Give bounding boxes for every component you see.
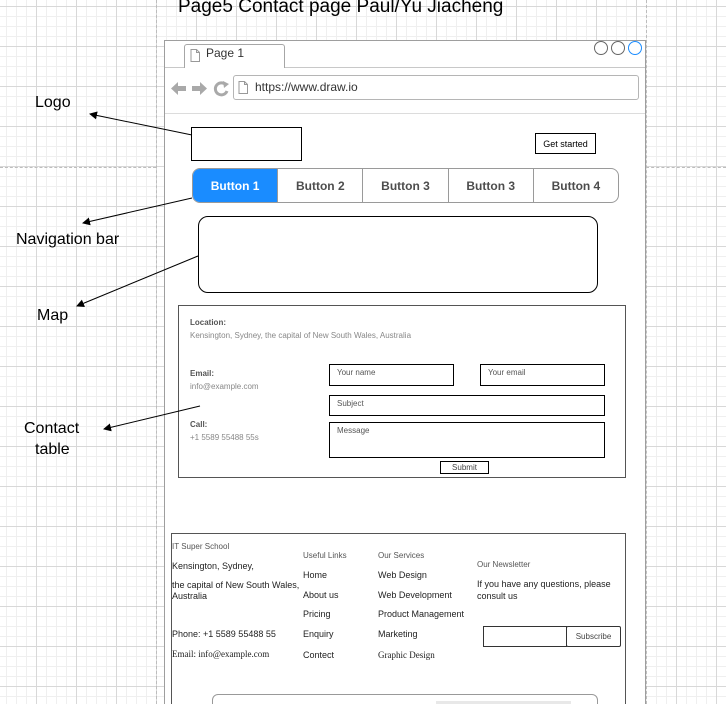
map-placeholder [198, 216, 598, 293]
call-value: +1 5589 55488 55s [190, 433, 259, 442]
footer-address-line-2: the capital of New South Wales, [172, 580, 300, 590]
annotation-map: Map [37, 307, 69, 324]
footer-link-home[interactable]: Home [303, 570, 328, 580]
useful-links-heading: Useful Links [303, 551, 347, 560]
forward-arrow-icon[interactable] [192, 82, 207, 95]
newsletter-text-line-2: consult us [477, 591, 518, 601]
logo-placeholder [191, 127, 302, 161]
page-title: Page5 Contact page Paul/Yu Jiacheng [178, 0, 504, 17]
url-page-icon [238, 81, 248, 94]
message-field[interactable]: Message [329, 422, 605, 458]
toolbar-divider [165, 113, 645, 114]
navigation-bar: Button 1 Button 2 Button 3 Button 3 Butt… [192, 168, 619, 203]
newsletter-text-line-1: If you have any questions, please [477, 579, 611, 589]
name-field[interactable]: Your name [329, 364, 454, 386]
page-icon [190, 49, 200, 62]
scrollbar-strip[interactable] [436, 701, 571, 704]
arrow-to-map [76, 255, 199, 308]
browser-nav-icons [171, 81, 229, 97]
newsletter-heading: Our Newsletter [477, 560, 531, 569]
window-close-icon[interactable] [628, 41, 642, 55]
service-web-development[interactable]: Web Development [378, 590, 452, 600]
location-label: Location: [190, 318, 226, 327]
bottom-bar-placeholder [212, 694, 598, 704]
email-label: Email: [190, 369, 215, 378]
service-marketing[interactable]: Marketing [378, 629, 418, 639]
subject-field[interactable]: Subject [329, 395, 605, 416]
submit-button[interactable]: Submit [440, 461, 489, 474]
email-field[interactable]: Your email [480, 364, 605, 386]
email-value: info@example.com [190, 382, 259, 391]
service-graphic-design[interactable]: Graphic Design [378, 650, 435, 660]
footer-email: Email: info@example.com [172, 649, 270, 659]
footer-address-line-1: Kensington, Sydney, [172, 561, 254, 571]
subscribe-button[interactable]: Subscribe [566, 626, 621, 647]
annotation-contact-line-2: table [35, 441, 70, 458]
footer-link-pricing[interactable]: Pricing [303, 609, 331, 619]
nav-button-5[interactable]: Button 4 [532, 169, 618, 202]
window-minimize-icon[interactable] [594, 41, 608, 55]
footer [171, 533, 626, 704]
service-product-management[interactable]: Product Management [378, 609, 465, 619]
browser-tab-label: Page 1 [206, 46, 245, 60]
services-heading: Our Services [378, 551, 425, 560]
page-guide-right [646, 0, 647, 704]
browser-tab[interactable] [184, 44, 285, 68]
arrow-to-contact-table [103, 405, 201, 432]
service-web-design[interactable]: Web Design [378, 570, 427, 580]
get-started-button[interactable]: Get started [535, 133, 596, 154]
annotation-contact-line-1: Contact [24, 420, 80, 437]
window-maximize-icon[interactable] [611, 41, 625, 55]
call-label: Call: [190, 420, 208, 429]
footer-link-contact[interactable]: Contect [303, 650, 335, 660]
arrow-to-logo [89, 111, 193, 136]
address-bar[interactable] [233, 75, 639, 100]
location-value: Kensington, Sydney, the capital of New S… [190, 331, 412, 340]
nav-button-2[interactable]: Button 2 [277, 169, 362, 202]
page-guide-horizontal-left [0, 167, 156, 168]
annotation-logo: Logo [35, 94, 71, 111]
page-guide-horizontal-right [646, 167, 726, 168]
tab-bar-divider [165, 67, 645, 68]
annotation-navigation-bar: Navigation bar [16, 231, 120, 248]
refresh-icon[interactable] [213, 81, 229, 97]
address-bar-url: https://www.draw.io [255, 80, 358, 94]
footer-address-line-3: Australia [172, 591, 208, 601]
footer-school-name: IT Super School [172, 542, 230, 551]
footer-link-enquiry[interactable]: Enquiry [303, 629, 334, 639]
back-arrow-icon[interactable] [171, 82, 186, 95]
footer-link-about[interactable]: About us [303, 590, 339, 600]
page-guide-left [156, 0, 157, 704]
nav-button-3[interactable]: Button 3 [362, 169, 447, 202]
nav-button-1[interactable]: Button 1 [193, 169, 278, 202]
arrow-to-navigation-bar [82, 197, 193, 226]
nav-button-4[interactable]: Button 3 [447, 169, 533, 202]
footer-phone: Phone: +1 5589 55488 55 [172, 629, 276, 639]
